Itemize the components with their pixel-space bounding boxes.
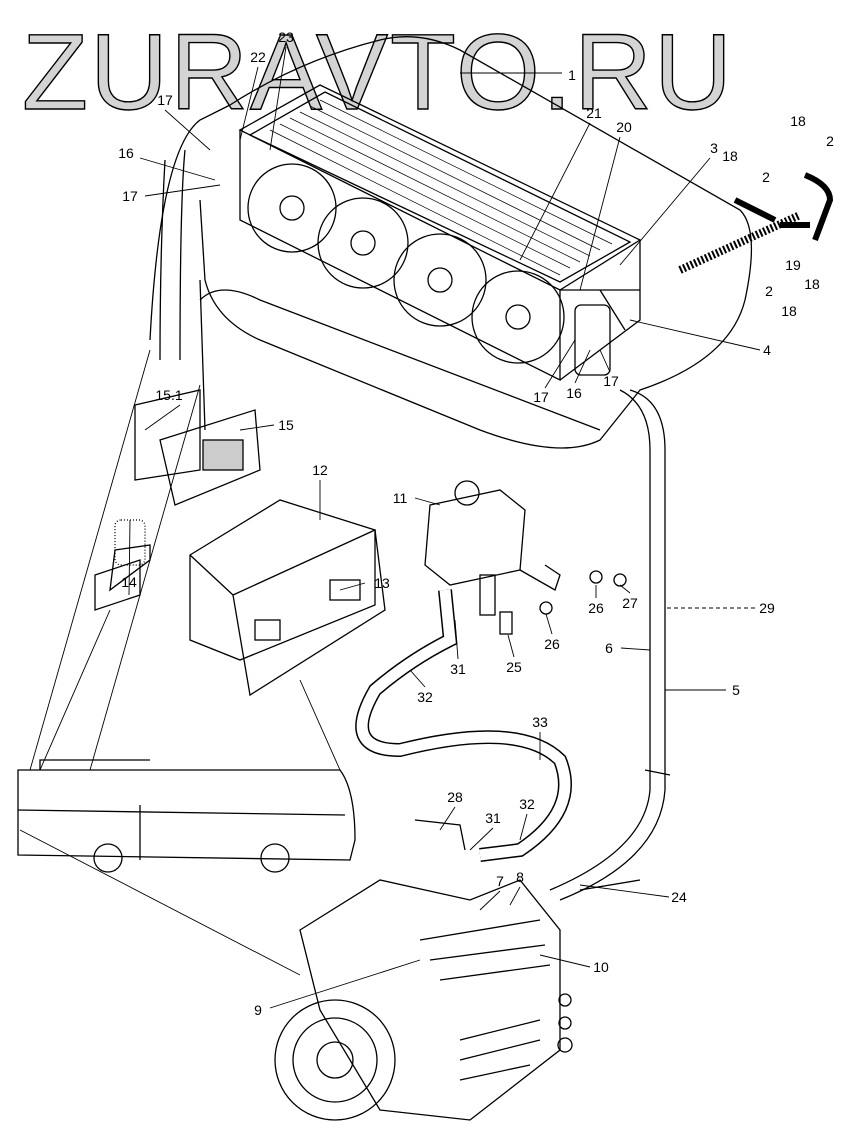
callout-19: 19 — [785, 257, 801, 273]
callout-12: 12 — [312, 462, 328, 478]
callout-15-1: 15.1 — [155, 387, 183, 403]
control-panel — [189, 499, 386, 697]
callout-31: 31 — [485, 810, 501, 826]
sensor-14 — [94, 519, 151, 611]
callout-29: 29 — [759, 600, 775, 616]
callout-24: 24 — [671, 889, 687, 905]
callout-11: 11 — [392, 490, 408, 506]
callout-27: 27 — [622, 595, 638, 611]
module-15 — [134, 389, 261, 506]
callout-5: 5 — [732, 682, 740, 698]
compressor — [274, 879, 573, 1121]
fans — [247, 163, 565, 364]
callout-13: 13 — [374, 575, 390, 591]
callout-18: 18 — [722, 148, 738, 164]
leader-lines — [19, 46, 761, 1009]
callout-25: 25 — [506, 659, 522, 675]
callout-16: 16 — [566, 385, 582, 401]
callout-22: 22 — [250, 49, 266, 65]
callout-26: 26 — [588, 600, 604, 616]
condenser-unit — [238, 84, 642, 382]
callout-7: 7 — [496, 873, 504, 889]
callout-2: 2 — [826, 133, 834, 149]
callout-33: 33 — [532, 714, 548, 730]
callout-17: 17 — [157, 92, 173, 108]
callout-1: 1 — [568, 67, 576, 83]
callout-10: 10 — [593, 959, 609, 975]
callout-4: 4 — [763, 342, 771, 358]
callout-17: 17 — [533, 389, 549, 405]
callout-14: 14 — [121, 574, 137, 590]
callout-2: 2 — [765, 283, 773, 299]
callout-16: 16 — [118, 145, 134, 161]
callout-8: 8 — [516, 869, 524, 885]
callout-15: 15 — [278, 417, 294, 433]
callout-32: 32 — [519, 796, 535, 812]
callout-21: 21 — [586, 105, 602, 121]
callout-3: 3 — [710, 140, 718, 156]
callout-26: 26 — [544, 636, 560, 652]
callout-17: 17 — [122, 188, 138, 204]
refrigerant-lines — [549, 389, 671, 901]
hose-33 — [355, 589, 572, 862]
callout-32: 32 — [417, 689, 433, 705]
callout-9: 9 — [254, 1002, 262, 1018]
fasteners-25-27 — [499, 570, 627, 635]
callout-28: 28 — [447, 789, 463, 805]
callout-17: 17 — [603, 373, 619, 389]
callout-2: 2 — [762, 169, 770, 185]
receiver-drier — [560, 289, 640, 376]
bus — [17, 759, 356, 873]
callout-18: 18 — [804, 276, 820, 292]
roof-outline — [149, 36, 753, 449]
callout-20: 20 — [616, 119, 632, 135]
callout-31: 31 — [450, 661, 466, 677]
callout-18: 18 — [781, 303, 797, 319]
solenoid-valve — [424, 480, 561, 616]
watermark: ZURAVTO.RU — [21, 11, 735, 132]
callout-23: 23 — [278, 29, 294, 45]
callout-18: 18 — [790, 113, 806, 129]
hoses-2-18 — [678, 172, 834, 274]
callout-6: 6 — [605, 640, 613, 656]
